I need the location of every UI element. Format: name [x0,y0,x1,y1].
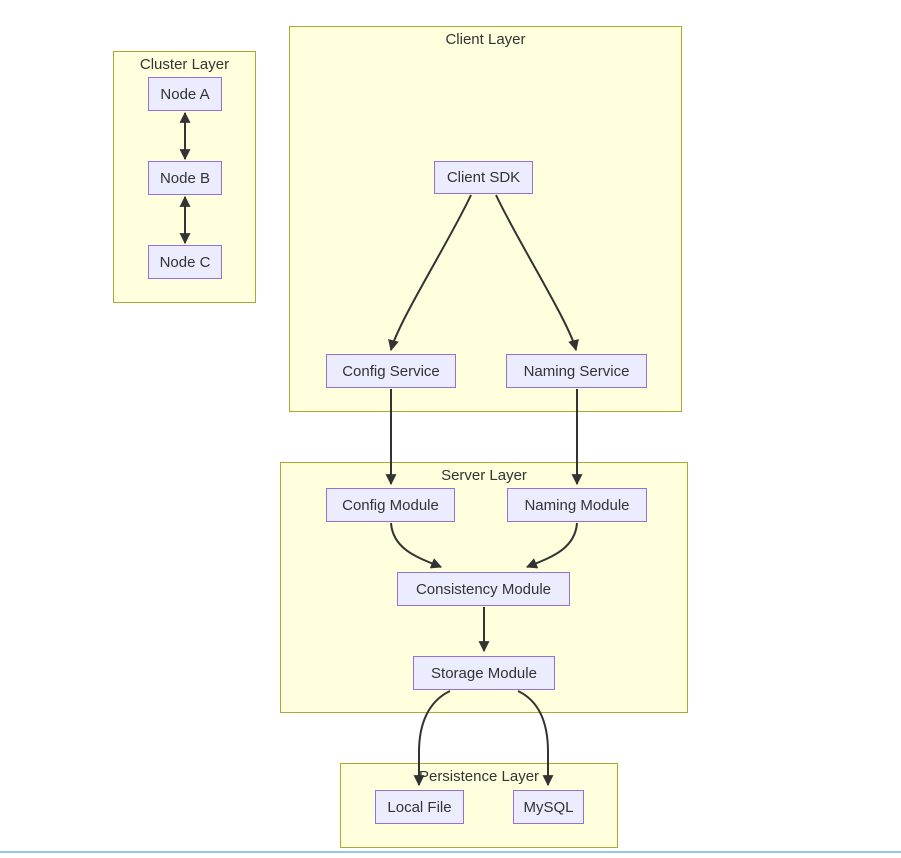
node-naming-service: Naming Service [506,354,647,388]
node-config-module: Config Module [326,488,455,522]
node-label: MySQL [523,798,574,816]
node-consistency-module: Consistency Module [397,572,570,606]
node-label: Config Service [342,362,440,380]
node-node-b: Node B [148,161,222,195]
node-node-a: Node A [148,77,222,111]
node-local-file: Local File [375,790,464,824]
bottom-divider-rule [0,851,901,853]
node-label: Naming Service [523,362,630,380]
node-label: Node C [159,253,211,271]
node-label: Node A [160,85,210,103]
node-label: Consistency Module [415,580,552,598]
node-label: Node B [159,169,211,187]
node-mysql: MySQL [513,790,584,824]
cluster-layer-title: Cluster Layer [139,56,230,73]
node-label: Config Module [342,496,439,514]
server-layer-title: Server Layer [441,467,527,484]
node-label: Client SDK [446,169,521,186]
node-config-service: Config Service [326,354,456,388]
node-label: Storage Module [431,664,537,682]
node-label: Naming Module [524,496,630,514]
persistence-layer-title: Persistence Layer [418,768,540,785]
node-naming-module: Naming Module [507,488,647,522]
client-layer-group: Client Layer [289,26,682,412]
node-label: Local File [387,798,452,816]
node-client-sdk: Client SDK [434,161,533,194]
node-node-c: Node C [148,245,222,279]
client-layer-title: Client Layer [445,31,526,48]
node-storage-module: Storage Module [413,656,555,690]
